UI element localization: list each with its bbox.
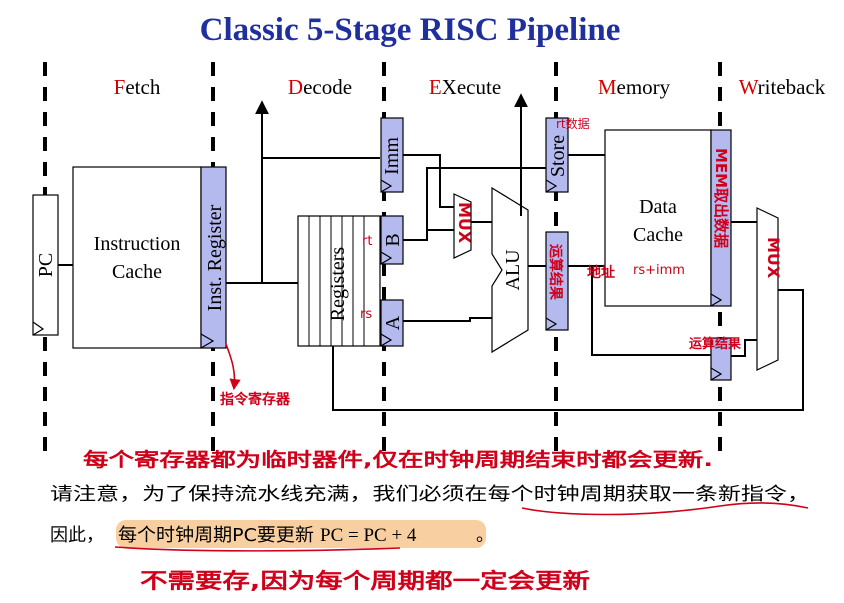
wb-alu-clock-mark [710, 367, 723, 381]
writeback-mux [756, 207, 779, 371]
mem-data-annotation: MEM取出数据 [712, 148, 730, 248]
body-line-1: 请注意，为了保持流水线充满，我们必须在每个时钟周期获取一条新指令， [50, 484, 810, 505]
stage-writeback-initial: W [739, 75, 759, 99]
register-file-lines [308, 216, 365, 346]
exec-result-annotation: 运算结果 [547, 244, 564, 301]
stage-label-writeback: Writeback [739, 75, 826, 99]
data-cache [604, 129, 712, 307]
inst-register-clock-mark [200, 333, 215, 349]
wb-alu-register [710, 337, 732, 381]
stage-label-execute: EXecute [429, 75, 501, 99]
address-annotation: 地址 [587, 264, 615, 281]
pc-label: PC [35, 253, 57, 277]
instruction-cache-label-1: Instruction [94, 233, 181, 255]
body-line-2-suffix: 。 [476, 525, 494, 546]
store-clock-mark [545, 179, 558, 193]
store-annotation: rt数据 [556, 116, 590, 131]
stage-execute-rest: Xecute [442, 75, 501, 99]
mux-annotation: MUX [455, 202, 474, 244]
rs-imm-annotation: rs+imm [633, 263, 685, 278]
register-file [297, 215, 381, 347]
a-label: A [382, 315, 404, 330]
body-line-2-prefix: 因此， [50, 525, 104, 546]
inst-register-annotation: 指令寄存器 [220, 391, 291, 408]
no-need-note: 不需要存,因为每个周期都一定会更新 [140, 569, 590, 593]
inst-register-label: Inst. Register [204, 204, 226, 311]
stage-label-fetch: Fetch [114, 75, 161, 99]
rt-annotation: rt [362, 234, 372, 249]
handwritten-annotations: rt rs MUX rt数据 运算结果 地址 rs+imm MEM取出数据 MU… [83, 116, 783, 593]
execute-mux [453, 193, 472, 259]
inst-register-arrow [225, 343, 241, 391]
alu-output-clock-mark [545, 317, 558, 331]
registers-label: Registers [327, 247, 349, 322]
handwritten-underline [521, 502, 809, 516]
stage-decode-rest: ecode [303, 75, 352, 99]
instruction-cache-label-2: Cache [112, 261, 162, 283]
instruction-register [200, 166, 227, 349]
imm-label: Imm [381, 137, 403, 175]
mem-data-register [710, 129, 732, 307]
every-register-note: 每个寄存器都为临时器件,仅在时钟周期结束时都会更新. [83, 448, 713, 471]
b-label: B [382, 233, 404, 246]
alu-output-register [545, 231, 569, 331]
stage-boundaries [43, 62, 722, 455]
pc-clock-mark [32, 321, 45, 336]
stage-memory-rest: emory [617, 75, 671, 99]
data-cache-label-2: Cache [633, 224, 683, 246]
body-line-2-highlight: 每个时钟周期PC要更新 [118, 525, 314, 546]
data-cache-label-1: Data [639, 196, 677, 218]
pc-update-formula: PC = PC + 4 [320, 525, 417, 546]
a-clock-mark [380, 333, 393, 347]
handwritten-underline-2 [114, 546, 401, 552]
diagram-title: Classic 5-Stage RISC Pipeline [200, 12, 621, 48]
store-label: Store [547, 135, 569, 177]
stage-label-memory: Memory [598, 75, 671, 99]
alu-label: ALU [502, 249, 524, 291]
mem-data-clock-mark [710, 293, 723, 307]
wb-mux-annotation: MUX [764, 237, 783, 279]
instruction-cache [72, 166, 202, 349]
stage-label-decode: Decode [288, 75, 352, 99]
b-clock-mark [380, 251, 393, 265]
stage-memory-initial: M [598, 75, 617, 99]
a-register [380, 299, 404, 347]
stage-fetch-initial: F [114, 75, 126, 99]
stage-execute-initial: E [429, 75, 442, 99]
stage-fetch-rest: etch [125, 75, 160, 99]
datapath-wires [58, 93, 804, 411]
highlight-band [116, 520, 486, 548]
rs-annotation: rs [360, 307, 372, 322]
wb-result-annotation: 运算结果 [689, 336, 741, 352]
imm-clock-mark [380, 179, 393, 193]
stage-writeback-rest: riteback [758, 75, 826, 99]
stage-decode-initial: D [288, 75, 303, 99]
